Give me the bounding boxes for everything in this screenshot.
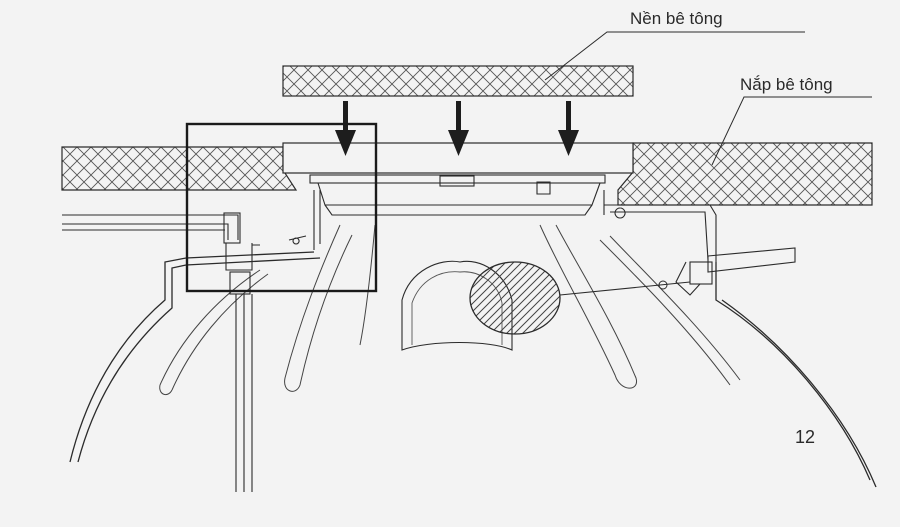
inlet-pipe <box>62 212 307 492</box>
concrete-base-right <box>617 142 873 206</box>
concrete-lid-label: Nắp bê tông <box>740 75 833 94</box>
page-number: 12 <box>795 427 815 447</box>
leader-line-lid <box>711 96 872 166</box>
tank-neck <box>309 174 717 262</box>
leader-line-base <box>544 31 805 81</box>
down-arrow-icon <box>448 101 469 156</box>
detail-frame <box>185 122 378 293</box>
float-ball <box>469 261 561 335</box>
down-arrow-icon <box>335 101 356 156</box>
concrete-base-left <box>61 146 298 191</box>
concrete-base-label: Nền bê tông <box>630 9 723 28</box>
float-valve <box>675 247 796 296</box>
concrete-lid-slab <box>282 65 634 97</box>
tank-body <box>69 251 877 488</box>
tank-ribs <box>159 224 741 396</box>
down-arrow-icon <box>558 101 579 156</box>
float-rod <box>559 281 691 296</box>
